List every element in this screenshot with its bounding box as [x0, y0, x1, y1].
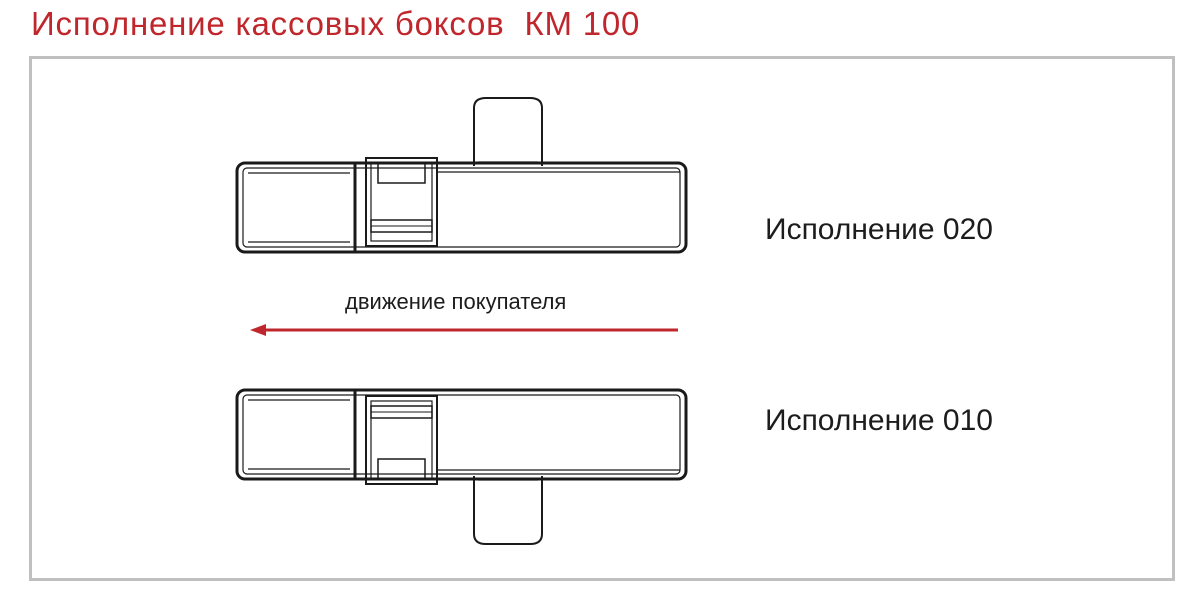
scanner-020 [377, 162, 426, 184]
variant-020-label: Исполнение 020 [765, 213, 993, 246]
page-title: Исполнение кассовых боксов КМ 100 [31, 5, 641, 42]
variant-010-label: Исполнение 010 [765, 404, 993, 437]
chair-010 [473, 476, 543, 545]
chair-020 [473, 97, 543, 166]
counter-body-010 [235, 388, 688, 481]
checkout-box-010 [235, 388, 688, 545]
cash-drawer-010 [365, 395, 438, 485]
scanner-010 [377, 458, 426, 480]
diagram-frame [29, 56, 1175, 581]
counter-body-020 [235, 161, 688, 254]
movement-direction-label: движение покупателя [345, 289, 567, 314]
checkout-box-020 [235, 97, 688, 254]
movement-arrow [250, 324, 678, 336]
cash-drawer-020 [365, 157, 438, 247]
